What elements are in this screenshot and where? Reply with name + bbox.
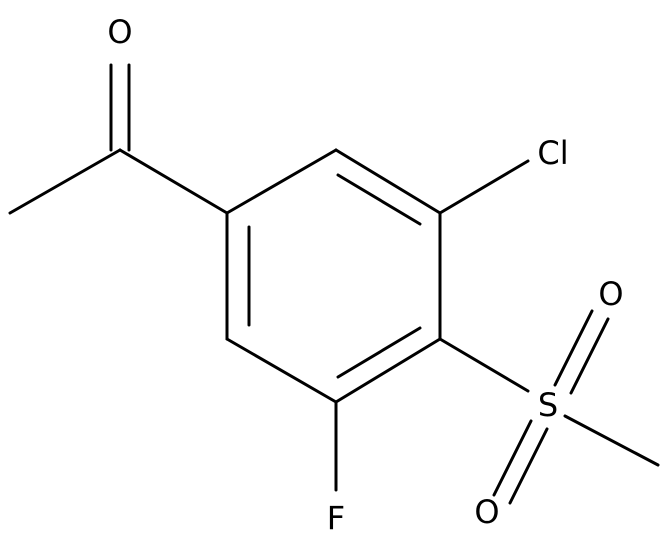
- ring-bond-c2-c3: [334, 148, 442, 215]
- bond-sulfur-oxygen-bottom-2: [508, 427, 549, 505]
- sulfonyl-oxygen-top-label: O: [598, 275, 623, 313]
- ring-inner-bond-c2-c3: [336, 173, 422, 226]
- ring-inner-bond-c4-c5: [336, 326, 422, 379]
- bond-methyl-carbonyl: [8, 148, 122, 215]
- bond-sulfur-oxygen-top-1: [553, 309, 594, 387]
- bond-sulfur-oxygen-top-2: [569, 317, 610, 395]
- ring-bond-c4-c5: [334, 337, 442, 404]
- sulfur-label: S: [538, 386, 558, 424]
- bond-sulfur-methyl: [563, 414, 660, 467]
- sulfonyl-oxygen-bottom-label: O: [474, 493, 499, 531]
- bond-ring-chlorine: [438, 159, 530, 215]
- chlorine-label: Cl: [537, 134, 568, 172]
- ring-bond-c1-c2: [225, 148, 338, 215]
- carbonyl-oxygen-label: O: [107, 13, 132, 51]
- ring-bond-c5-c6: [225, 337, 338, 404]
- bond-sulfur-oxygen-bottom-1: [492, 419, 533, 497]
- bond-carbonyl-ring: [118, 148, 229, 215]
- fluorine-label: F: [327, 499, 345, 537]
- bond-ring-sulfur: [438, 337, 530, 393]
